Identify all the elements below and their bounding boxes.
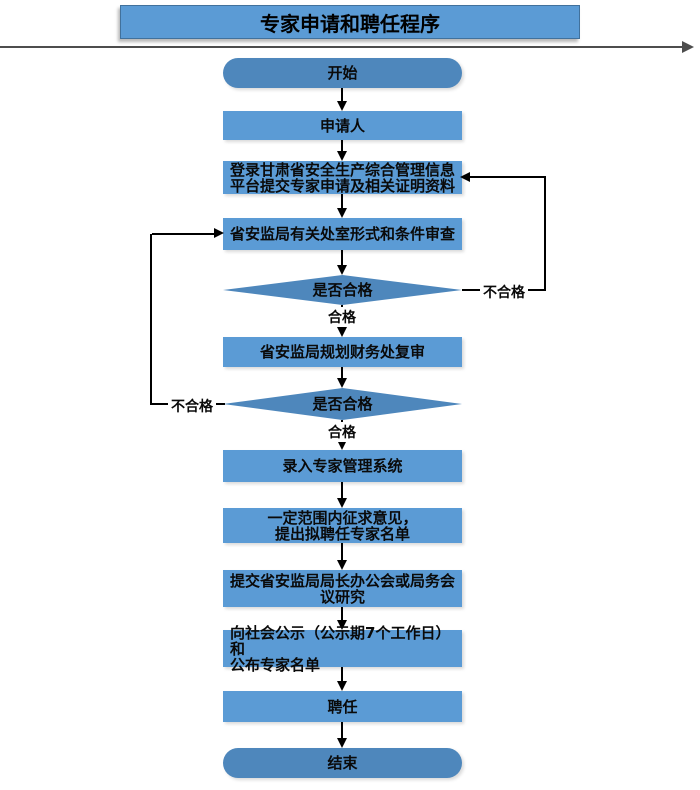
connector-line — [341, 482, 343, 499]
connector-line — [341, 140, 343, 152]
header-divider-line — [0, 46, 684, 48]
flow-node-format-review: 省安监局有关处室形式和条件审查 — [223, 218, 462, 250]
flow-node-register-system: 录入专家管理系统 — [223, 450, 462, 482]
right-arrowhead-icon — [682, 41, 694, 53]
fail-loop-right-vertical-line — [544, 177, 546, 291]
flow-node-bureau-meeting: 提交省安监局局长办公会或局务会 议研究 — [223, 570, 462, 607]
fail-loop-left-top-line — [152, 233, 214, 235]
connector-line — [341, 667, 343, 682]
edge-label-pass-2: 合格 — [325, 422, 359, 442]
down-arrowhead-icon — [337, 440, 347, 450]
down-arrowhead-icon — [337, 738, 347, 748]
down-arrowhead-icon — [337, 560, 347, 570]
fail-loop-left-vertical-line — [150, 234, 152, 405]
down-arrowhead-icon — [337, 265, 347, 275]
right-arrowhead-icon — [214, 228, 224, 238]
flow-decision-qualified-1: 是否合格 — [223, 275, 462, 305]
down-arrowhead-icon — [337, 327, 347, 337]
down-arrowhead-icon — [337, 620, 347, 630]
down-arrowhead-icon — [337, 378, 347, 388]
down-arrowhead-icon — [337, 101, 347, 111]
flow-node-submit-application: 登录甘肃省安全生产综合管理信息 平台提交专家申请及相关证明资料 — [223, 161, 462, 194]
down-arrowhead-icon — [337, 151, 347, 161]
connector-line — [341, 88, 343, 102]
flow-node-end: 结束 — [223, 748, 462, 778]
connector-line — [341, 543, 343, 561]
flow-node-finance-review: 省安监局规划财务处复审 — [223, 337, 462, 367]
connector-line — [341, 194, 343, 209]
flow-node-applicant: 申请人 — [223, 111, 462, 140]
flow-node-solicit-opinions: 一定范围内征求意见， 提出拟聘任专家名单 — [223, 508, 462, 543]
down-arrowhead-icon — [337, 208, 347, 218]
edge-label-fail-1: 不合格 — [480, 282, 528, 302]
fail-loop-right-top-line — [470, 176, 546, 178]
down-arrowhead-icon — [337, 498, 347, 508]
down-arrowhead-icon — [337, 681, 347, 691]
flow-decision-qualified-2: 是否合格 — [223, 388, 462, 420]
edge-label-fail-2: 不合格 — [168, 396, 216, 416]
connector-line — [341, 722, 343, 739]
connector-line — [341, 250, 343, 266]
flow-node-start: 开始 — [223, 58, 462, 88]
connector-line — [341, 607, 343, 621]
edge-label-pass-1: 合格 — [325, 307, 359, 327]
left-arrowhead-icon — [460, 172, 470, 182]
connector-line — [341, 367, 343, 379]
flow-node-public-announcement: 向社会公示（公示期7个工作日）和 公布专家名单 — [223, 625, 462, 673]
flow-node-appointment: 聘任 — [223, 691, 462, 722]
flowchart-title: 专家申请和聘任程序 — [120, 5, 580, 39]
